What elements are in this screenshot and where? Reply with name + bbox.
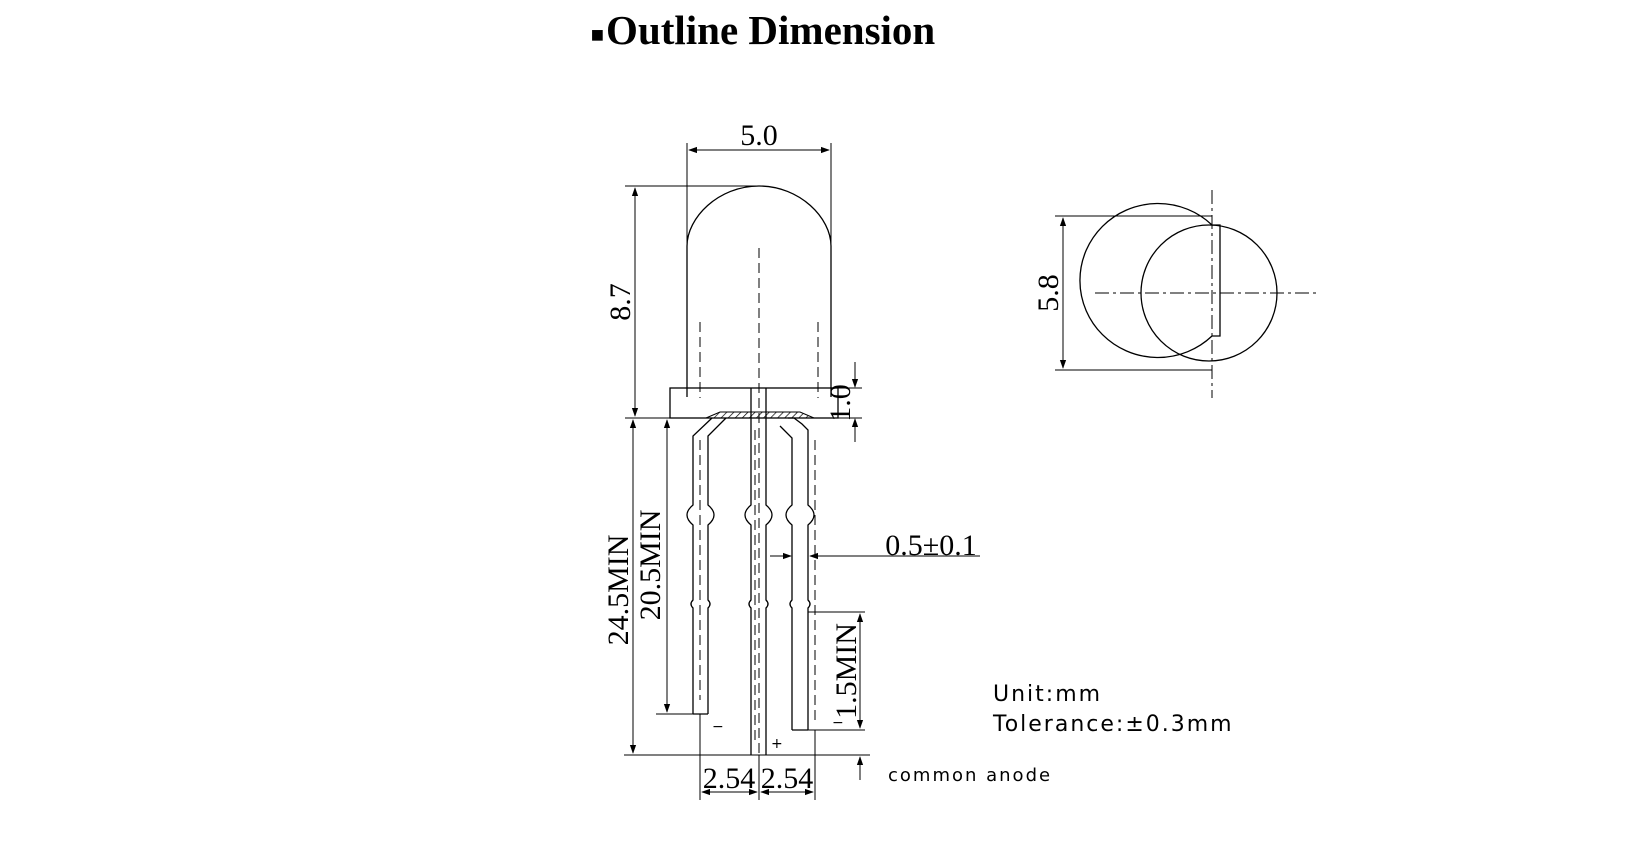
notes: Unit:mm Tolerance:±0.3mm common anode [888, 682, 1234, 786]
dim-stub-label: 1.5MIN [830, 623, 863, 719]
left-lead [686, 417, 727, 715]
right-lead [779, 417, 815, 731]
dim-body-diameter-label: 5.0 [740, 119, 778, 152]
flange-outline-top [1079, 202, 1221, 359]
title-bullet: ■ [590, 22, 605, 47]
left-lead-polarity: − [712, 719, 724, 735]
side-view: − + − 5.0 8.7 1.0 24.5MIN 20.5MIN 0.5±0.… [602, 119, 980, 800]
dim-flange-diameter-label: 5.8 [1032, 274, 1065, 312]
center-lead-polarity: + [771, 736, 783, 752]
unit-note: Unit:mm [993, 682, 1102, 707]
common-anode-note: common anode [888, 765, 1052, 786]
title-text: Outline Dimension [606, 7, 936, 53]
right-lead-polarity: − [832, 715, 844, 731]
dim-lead-width-label: 0.5±0.1 [885, 529, 976, 562]
top-view: 5.8 [1032, 190, 1320, 398]
center-lead [744, 388, 773, 755]
led-body-outline [686, 185, 832, 397]
dim-lead-long-label: 24.5MIN [602, 535, 635, 646]
dim-flange-label: 1.0 [824, 384, 857, 422]
dim-body-height-label: 8.7 [604, 283, 637, 321]
dim-lead-short-label: 20.5MIN [634, 510, 667, 621]
tolerance-note: Tolerance:±0.3mm [992, 712, 1234, 737]
dim-pitch-right-label: 2.54 [761, 762, 814, 795]
resin-base-hatch [705, 411, 815, 419]
dim-pitch-left-label: 2.54 [703, 762, 756, 795]
page-title: ■Outline Dimension [0, 10, 1526, 51]
